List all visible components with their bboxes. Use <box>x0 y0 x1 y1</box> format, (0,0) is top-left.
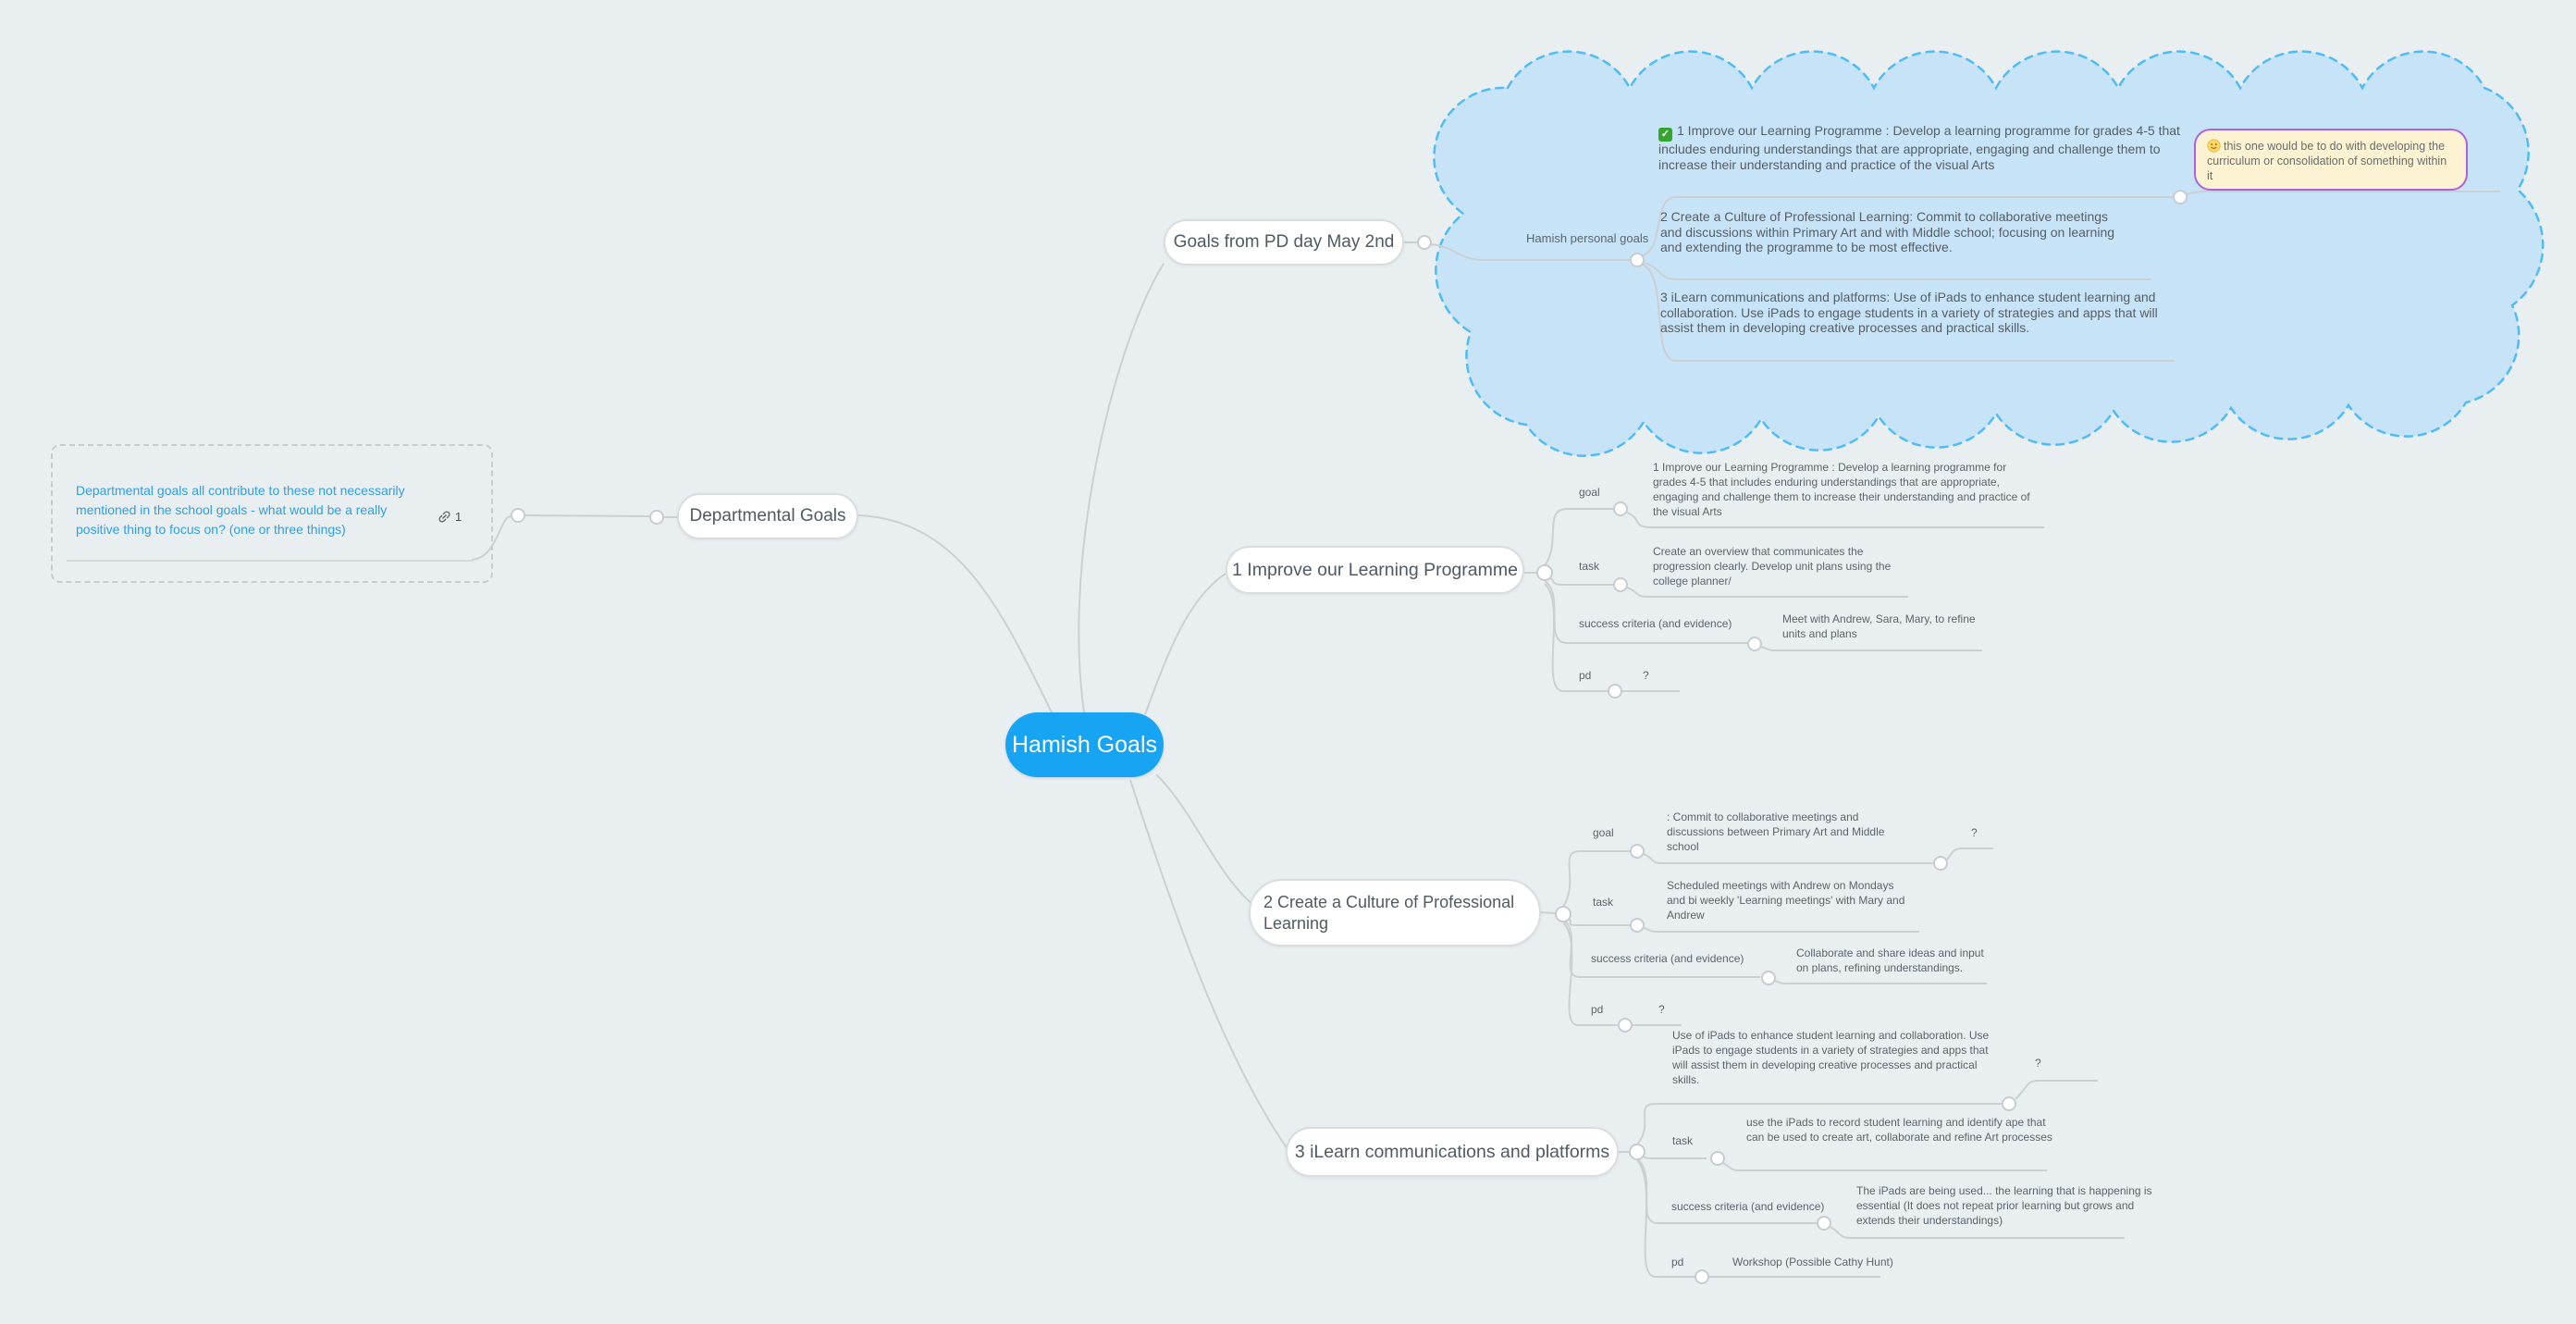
node-label: Goals from PD day May 2nd <box>1173 232 1395 252</box>
row-text[interactable]: Use of iPads to enhance student learning… <box>1672 1029 1990 1086</box>
row-label[interactable]: pd <box>1591 1003 1604 1016</box>
row-label[interactable]: goal <box>1593 826 1614 839</box>
row-text[interactable]: The iPads are being used... the learning… <box>1856 1184 2152 1227</box>
row-text[interactable]: 1 Improve our Learning Programme : Devel… <box>1653 461 2030 518</box>
cloud-topic-hamish-personal-goals[interactable]: Hamish personal goals <box>1526 231 1649 245</box>
row-label[interactable]: task <box>1672 1134 1694 1147</box>
node-goal-2[interactable]: 2 Create a Culture of Professional Learn… <box>1249 879 1541 947</box>
row-text[interactable]: Collaborate and share ideas and input on… <box>1796 947 1984 974</box>
question-node[interactable]: ? <box>1971 826 1978 839</box>
callout-text: this one would be to do with developing … <box>2207 140 2447 182</box>
node-goal-3[interactable]: 3 iLearn communications and platforms <box>1286 1127 1619 1177</box>
node-goal-1[interactable]: 1 Improve our Learning Programme <box>1226 546 1524 594</box>
row-text[interactable]: Create an overview that communicates the… <box>1653 545 1892 588</box>
row-label[interactable]: pd <box>1579 669 1592 682</box>
row-text[interactable]: use the iPads to record student learning… <box>1746 1116 2052 1144</box>
question-node[interactable]: ? <box>2035 1057 2041 1070</box>
link-badge[interactable]: 1 <box>437 509 462 525</box>
smiley-icon <box>2207 139 2221 153</box>
node-label: Departmental Goals <box>689 506 846 526</box>
row-label[interactable]: success criteria (and evidence) <box>1591 952 1744 965</box>
row-label[interactable]: task <box>1593 896 1614 909</box>
node-label: 1 Improve our Learning Programme <box>1232 559 1518 580</box>
cloud-item[interactable]: ✓1 Improve our Learning Programme : Deve… <box>1658 123 2190 172</box>
node-label: 2 Create a Culture of Professional Learn… <box>1263 892 1515 933</box>
node-departmental-goals[interactable]: Departmental Goals <box>677 493 858 539</box>
note-box[interactable]: Departmental goals all contribute to the… <box>51 444 493 583</box>
note-divider <box>67 560 474 562</box>
callout-note[interactable]: this one would be to do with developing … <box>2194 129 2468 191</box>
root-label: Hamish Goals <box>1012 731 1157 758</box>
root-node[interactable]: Hamish Goals <box>1005 712 1164 777</box>
link-count: 1 <box>455 510 462 524</box>
question-node[interactable]: ? <box>1643 669 1649 682</box>
checkbox-icon[interactable]: ✓ <box>1658 128 1672 142</box>
node-label: 3 iLearn communications and platforms <box>1294 1141 1610 1162</box>
question-node[interactable]: ? <box>1658 1003 1665 1016</box>
cloud-item-text: 1 Improve our Learning Programme : Devel… <box>1658 123 2180 172</box>
row-label[interactable]: task <box>1579 560 1600 573</box>
row-text[interactable]: Scheduled meetings with Andrew on Monday… <box>1667 879 1905 922</box>
row-label[interactable]: pd <box>1671 1256 1684 1268</box>
cloud-item[interactable]: 2 Create a Culture of Professional Learn… <box>1660 209 2115 254</box>
note-text: Departmental goals all contribute to the… <box>76 483 405 537</box>
link-icon <box>438 511 450 523</box>
row-label[interactable]: success criteria (and evidence) <box>1671 1200 1825 1213</box>
cloud-item[interactable]: 3 iLearn communications and platforms: U… <box>1660 290 2158 335</box>
row-text[interactable]: Workshop (Possible Cathy Hunt) <box>1732 1256 1893 1268</box>
row-label[interactable]: goal <box>1579 486 1600 499</box>
row-text[interactable]: : Commit to collaborative meetings and d… <box>1667 810 1885 853</box>
node-pd-day[interactable]: Goals from PD day May 2nd <box>1164 219 1404 266</box>
row-text[interactable]: Meet with Andrew, Sara, Mary, to refine … <box>1782 613 1976 640</box>
row-label[interactable]: success criteria (and evidence) <box>1579 617 1732 630</box>
